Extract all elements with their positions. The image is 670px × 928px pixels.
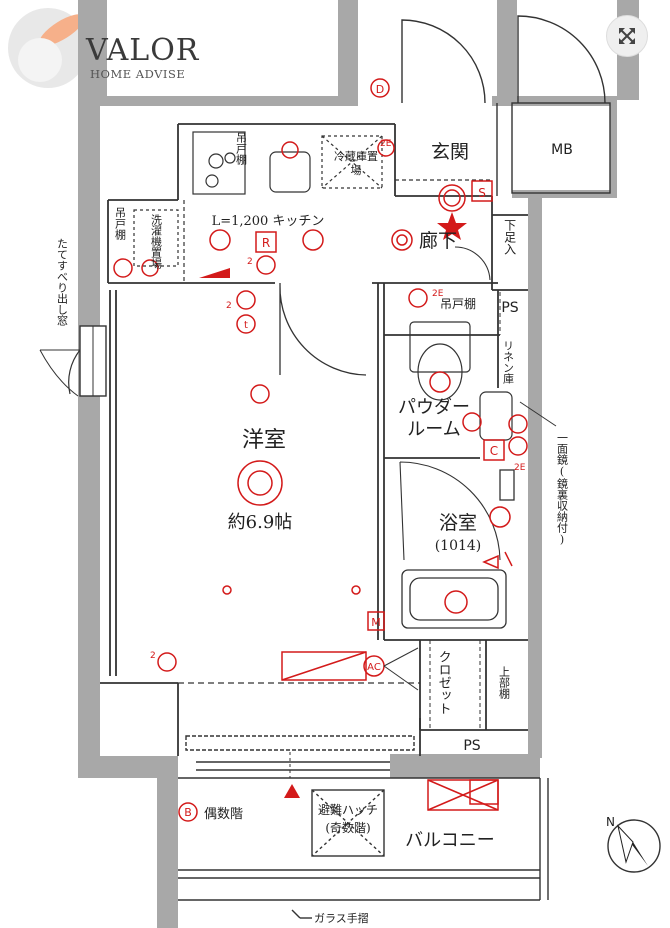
youshitsu-size-label: 約6.9帖 — [228, 512, 293, 533]
symbol-d: D — [376, 83, 384, 96]
electrical-symbols — [113, 78, 528, 822]
symbol-2-kitchen: 2 — [247, 257, 253, 267]
symbol-s: S — [478, 186, 486, 200]
linen-storage-label: リネン庫 — [501, 340, 515, 384]
symbol-c: C — [490, 444, 498, 458]
c-receptacle-icon — [483, 439, 505, 461]
balcony-label: バルコニー — [405, 830, 495, 851]
powder-label-line2: ルーム — [407, 419, 460, 440]
sensor-s-icon — [471, 180, 493, 202]
symbol-m: M — [371, 616, 381, 629]
balcony-structure — [178, 735, 549, 919]
bath-size-label: (1014) — [435, 538, 482, 554]
room-door-swing — [279, 246, 501, 561]
symbol-r: R — [262, 236, 270, 250]
youshitsu-label: 洋室 — [242, 428, 286, 453]
shoe-storage-label: 下足入 — [502, 219, 517, 255]
closet-label: クロゼット — [435, 650, 451, 715]
laundry-label: 洗濯機置場 — [149, 214, 163, 269]
expand-arrows-icon — [619, 28, 635, 44]
expand-button[interactable] — [606, 15, 648, 57]
hatch-label-line2: (奇数階) — [325, 820, 370, 835]
corridor-label: 廊下 — [419, 230, 457, 252]
even-floor-label: 偶数階 — [204, 807, 243, 822]
mirror-leader — [519, 401, 557, 427]
interior-walls — [100, 123, 528, 756]
electrical-fills — [199, 212, 467, 798]
symbol-2e-wash: 2E — [514, 463, 526, 473]
logo-mark-icon — [8, 8, 104, 88]
closet-shelves — [429, 292, 501, 730]
structural-walls — [78, 0, 639, 928]
logo-tagline: HOME ADVISE — [90, 67, 186, 81]
ps-top-label: PS — [501, 300, 518, 316]
bathtub — [401, 469, 515, 629]
distribution-board-d-icon — [370, 78, 390, 98]
tsuritodana-kitchen-label: 吊戸棚 — [234, 132, 248, 165]
fridge-label: 冷蔵庫置場 — [334, 150, 378, 178]
b-icon — [178, 802, 198, 822]
genkan-label: 玄関 — [431, 141, 469, 163]
kitchen-label: L=1,200 キッチン — [212, 214, 325, 229]
mb-label: MB — [551, 142, 573, 158]
m-receptacle-icon — [367, 611, 385, 631]
star-icon — [437, 212, 467, 240]
breaker-icon — [199, 268, 230, 278]
tatesuberi-window — [39, 325, 107, 397]
symbol-2e-kitchen: 2E — [380, 139, 392, 149]
north-label: N — [606, 815, 615, 829]
symbol-b: B — [184, 806, 192, 819]
receptacle-r-icon — [255, 231, 277, 253]
upper-shelf-label: 上部棚 — [497, 666, 511, 699]
glass-rail-label: ガラス手摺 — [314, 911, 369, 925]
symbol-ac: AC — [367, 662, 381, 673]
symbol-2e-toilet: 2E — [432, 289, 444, 299]
ps-bottom-label: PS — [463, 738, 480, 754]
north-arrow-icon: N — [606, 815, 661, 873]
mirror-label: 一面鏡(鏡裏収納付) — [555, 432, 569, 546]
bath-label: 浴室 — [439, 512, 477, 534]
tsuritodana-laundry-label: 吊戸棚 — [113, 207, 127, 240]
entrance-doors — [401, 15, 611, 196]
tsuritodana-powder-label: 吊戸棚 — [440, 296, 476, 311]
ac-wiring — [289, 647, 419, 778]
symbol-2-corner: 2 — [150, 651, 156, 661]
triangle-marker-icon — [284, 784, 300, 798]
symbol-t: t — [244, 320, 248, 331]
kitchen-fixtures — [133, 131, 492, 283]
hatch-label-line1: 避難ハッチ — [318, 802, 378, 817]
window-label: たてすべり出し窓 — [55, 238, 69, 326]
symbol-2-room: 2 — [226, 301, 232, 311]
powder-label-line1: パウダー — [398, 397, 470, 418]
logo-name: VALOR — [86, 33, 200, 68]
